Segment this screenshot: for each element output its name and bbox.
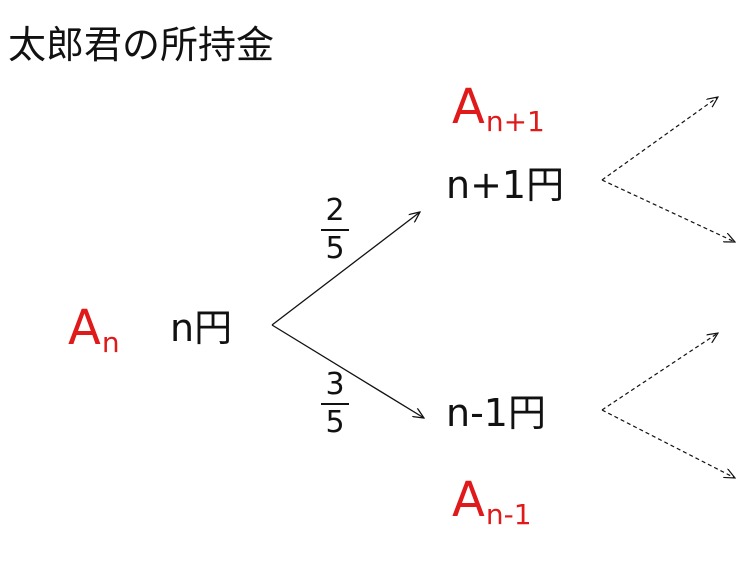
state-label-current: An [68, 304, 120, 357]
diagram-title: 太郎君の所持金 [8, 23, 275, 67]
state-label-up: An+1 [452, 83, 545, 136]
probability-up: 2 5 [320, 196, 350, 264]
probability-numerator: 3 [325, 367, 345, 402]
state-subscript: n [101, 326, 120, 359]
edge-to-up [271, 212, 420, 326]
probability-numerator: 2 [325, 193, 345, 228]
amount-current: n円 [170, 306, 233, 350]
state-subscript: n-1 [485, 498, 532, 531]
state-letter: A [452, 472, 485, 528]
state-label-down: An-1 [452, 476, 532, 529]
fraction-bar [321, 229, 349, 231]
probability-down: 3 5 [320, 370, 350, 438]
state-letter: A [452, 79, 485, 135]
state-subscript: n+1 [485, 105, 545, 138]
amount-down: n-1円 [446, 391, 546, 435]
state-letter: A [68, 300, 101, 356]
edge-to-down [271, 324, 424, 418]
dashed-edge-down-down [601, 409, 735, 478]
dashed-edge-down-up [601, 333, 718, 411]
fraction-bar [321, 403, 349, 405]
dashed-edge-up-down [601, 179, 735, 242]
probability-denominator: 5 [325, 231, 345, 266]
dashed-edge-up-up [601, 97, 718, 181]
amount-up: n+1円 [446, 163, 565, 207]
probability-denominator: 5 [325, 405, 345, 440]
